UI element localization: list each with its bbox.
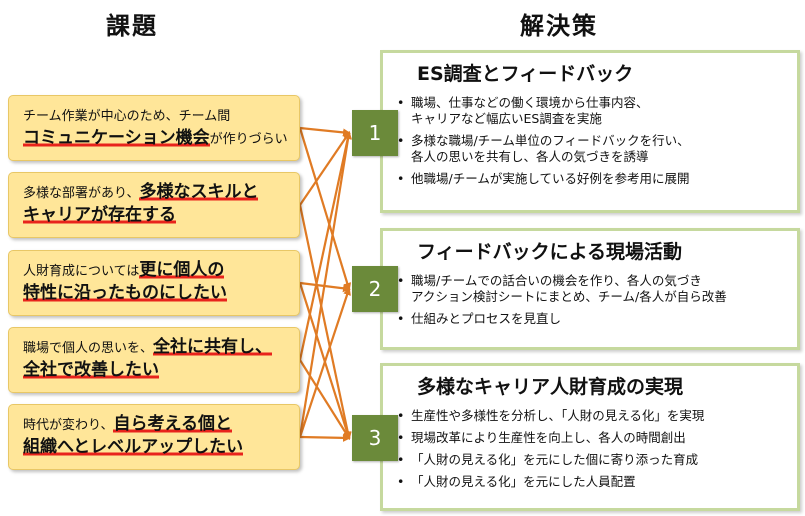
bullet-item: 生産性や多様性を分析し、「人財の見える化」を実現 [395,408,704,424]
issue-emphasis-text: コミュニケーション機会 [23,128,210,148]
issue-line: 全社で改善したい [23,359,289,381]
solution-box-2: フィードバックによる現場活動職場/チームでの話合いの機会を作り、各人の気づきアク… [380,228,800,350]
issue-line: 組織へとレベルアップしたい [23,436,289,458]
bullet-text: 「人財の見える化」を元にした人員配置 [411,474,636,489]
issue-line: キャリアが存在する [23,204,289,226]
arrow-issue-5-to-solution-3 [299,433,351,442]
solution-title: ES調査とフィードバック [417,63,634,85]
bullet-item: 現場改革により生産性を向上し、各人の時間創出 [395,430,704,446]
solution-box-1: ES調査とフィードバック職場、仕事などの働く環境から仕事内容、キャリアなど幅広い… [380,50,800,213]
issue-emphasis-text: 多様なスキルと [139,182,259,202]
bullet-text: 各人の思いを共有し、各人の気づきを誘導 [411,149,649,164]
issue-text: 多様な部署があり、 [23,186,140,201]
issues-heading: 課題 [106,12,158,40]
arrow-issue-5-to-solution-2 [298,287,351,438]
arrow-issue-1-to-solution-2 [298,127,352,291]
bullet-item: 「人財の見える化」を元にした人員配置 [395,474,704,490]
bullet-text: 「人財の見える化」を元にした個に寄り添った育成 [411,452,699,467]
bullet-text: 現場改革により生産性を向上し、各人の時間創出 [411,430,686,445]
issue-line: 人財育成については更に個人の [23,259,289,282]
issue-box-5: 時代が変わり、自ら考える個と組織へとレベルアップしたい [8,404,300,470]
bullet-text: 他職場/チームが実施している好例を参考用に展開 [411,171,690,186]
bullet-text: 生産性や多様性を分析し、「人財の見える化」を実現 [411,408,705,423]
issue-emphasis-text: 全社に共有し、 [153,337,273,357]
arrow-issue-1-to-solution-1 [299,126,351,137]
solution-bullets: 職場/チームでの話合いの機会を作り、各人の気づきアクション検討シートにまとめ、チ… [395,273,727,333]
bullet-text: アクション検討シートにまとめ、チーム/各人が自ら改善 [411,289,727,304]
issue-line: 特性に沿ったものにしたい [23,282,289,304]
issue-line: 多様な部署があり、多様なスキルと [23,181,289,204]
bullet-item: 多様な職場/チーム単位のフィードバックを行い、各人の思いを共有し、各人の気づきを… [395,133,690,165]
arrow-issue-4-to-solution-3 [299,359,351,440]
bullet-text: 職場/チームでの話合いの機会を作り、各人の気づき [411,273,702,288]
issue-text: が作りづらい [209,132,288,147]
bullet-item: 「人財の見える化」を元にした個に寄り添った育成 [395,452,704,468]
bullet-text: 仕組みとプロセスを見直し [411,311,562,326]
issue-text: 時代が変わり、 [23,418,114,433]
solution-title: 多様なキャリア人財育成の実現 [417,376,684,398]
arrow-issue-2-to-solution-3 [298,204,352,440]
solution-number-2: 2 [352,266,398,312]
issue-line: コミュニケーション機会が作りづらい [23,127,289,150]
arrow-issue-5-to-solution-1 [298,131,352,438]
issue-box-1: チーム作業が中心のため、チーム間コミュニケーション機会が作りづらい [8,95,300,161]
solution-number-1: 1 [352,110,398,156]
issue-emphasis-text: 全社で改善したい [23,360,159,380]
bullet-text: キャリアなど幅広いES調査を実施 [411,111,602,126]
solutions-heading: 解決策 [520,12,598,40]
issue-text: チーム作業が中心のため、チーム間 [23,109,231,124]
issue-text: 人財育成については [23,264,140,279]
bullet-text: 職場、仕事などの働く環境から仕事内容、 [411,95,649,110]
issue-text: 職場で個人の思いを、 [23,341,154,356]
issue-line: チーム作業が中心のため、チーム間 [23,104,289,127]
solution-title: フィードバックによる現場活動 [417,241,683,263]
solution-bullets: 職場、仕事などの働く環境から仕事内容、キャリアなど幅広いES調査を実施多様な職場… [395,95,690,193]
issue-emphasis-text: キャリアが存在する [23,205,176,225]
solution-bullets: 生産性や多様性を分析し、「人財の見える化」を実現現場改革により生産性を向上し、各… [395,408,704,496]
bullet-item: 職場、仕事などの働く環境から仕事内容、キャリアなど幅広いES調査を実施 [395,95,690,127]
issue-line: 時代が変わり、自ら考える個と [23,413,289,436]
solution-box-3: 多様なキャリア人財育成の実現生産性や多様性を分析し、「人財の見える化」を実現現場… [380,363,800,511]
bullet-item: 他職場/チームが実施している好例を参考用に展開 [395,171,690,187]
solution-number-3: 3 [352,415,398,461]
issue-box-4: 職場で個人の思いを、全社に共有し、全社で改善したい [8,327,300,393]
arrow-issue-2-to-solution-1 [299,131,351,206]
issue-box-3: 人財育成については更に個人の特性に沿ったものにしたい [8,250,300,316]
arrow-issue-4-to-solution-1 [298,131,352,361]
issue-emphasis-text: 更に個人の [139,260,225,280]
bullet-item: 職場/チームでの話合いの機会を作り、各人の気づきアクション検討シートにまとめ、チ… [395,273,727,305]
bullet-item: 仕組みとプロセスを見直し [395,311,727,327]
issue-emphasis-text: 組織へとレベルアップしたい [23,437,244,457]
issue-emphasis-text: 自ら考える個と [113,414,232,434]
issue-line: 職場で個人の思いを、全社に共有し、 [23,336,289,359]
issue-box-2: 多様な部署があり、多様なスキルとキャリアが存在する [8,172,300,238]
bullet-text: 多様な職場/チーム単位のフィードバックを行い、 [411,133,690,148]
issue-emphasis-text: 特性に沿ったものにしたい [23,283,227,303]
